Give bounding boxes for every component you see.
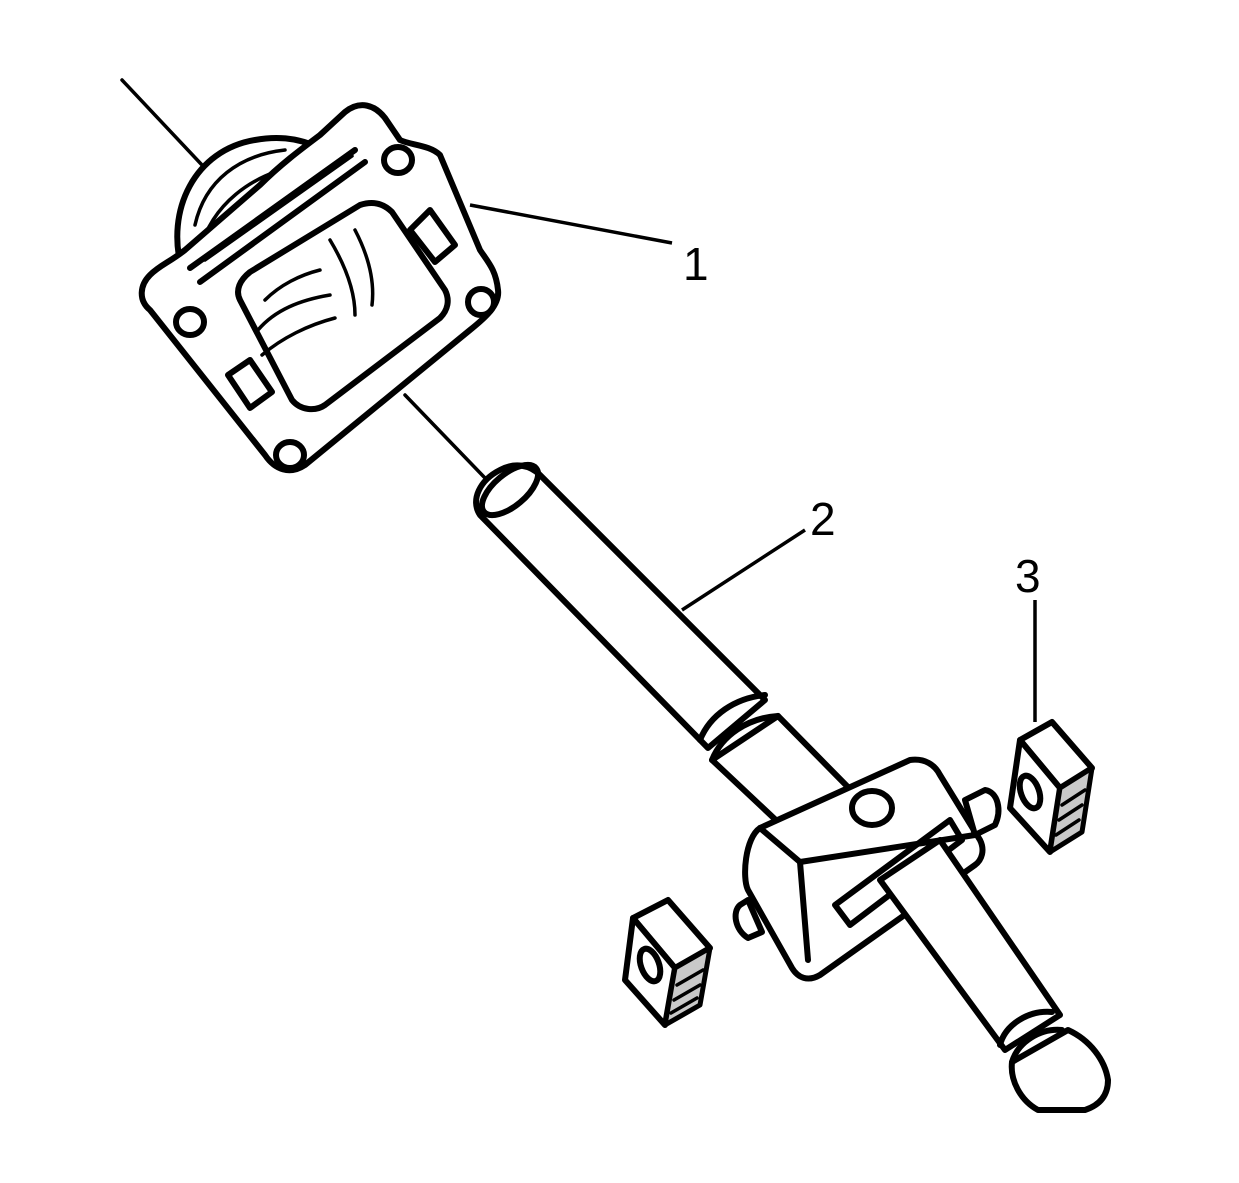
shoe-pad-lower	[622, 897, 713, 1028]
bolt-hole-3	[465, 286, 497, 318]
bolt-hole-4	[273, 439, 307, 471]
shoe-pad-hole-lower	[636, 945, 664, 985]
shoe-pad-hole-upper	[1016, 772, 1044, 812]
callout-3: 3	[1015, 550, 1041, 602]
shoe-pad-upper	[1007, 719, 1095, 855]
axis-line-lower	[403, 393, 487, 480]
shift-shaft	[473, 461, 1111, 1113]
callout-2: 2	[810, 493, 836, 545]
bolt-hole-1	[173, 306, 207, 338]
fork-stud	[849, 788, 895, 828]
leader-1	[469, 203, 673, 245]
leader-2	[681, 528, 806, 612]
bolt-hole-2	[381, 144, 415, 176]
callout-1: 1	[683, 238, 709, 290]
axis-line-upper	[120, 78, 204, 167]
housing-cover	[138, 102, 502, 474]
